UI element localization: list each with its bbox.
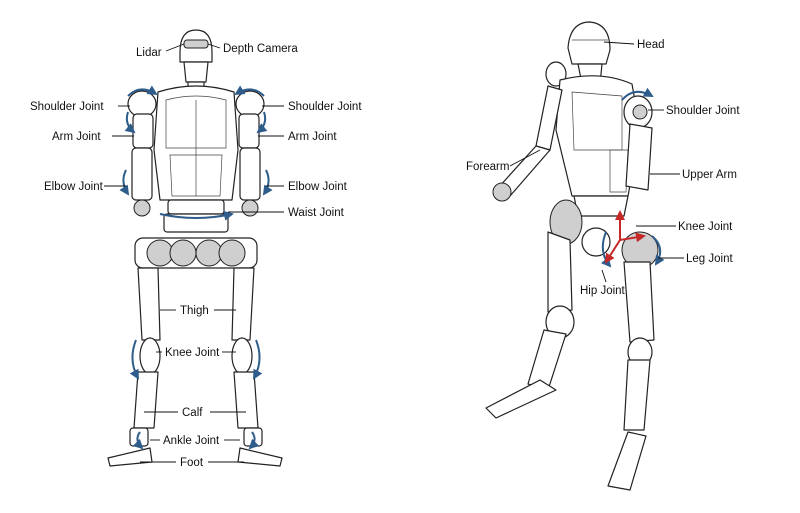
- label-foot: Foot: [180, 457, 204, 469]
- front-robot-figure: [107, 29, 283, 467]
- label-forearm: Forearm: [466, 161, 509, 173]
- label-elbow-joint-right: Elbow Joint: [288, 181, 348, 193]
- label-calf: Calf: [182, 407, 203, 419]
- label-depth-camera: Depth Camera: [223, 43, 298, 55]
- side-robot-figure: [485, 21, 665, 491]
- label-thigh: Thigh: [180, 305, 209, 317]
- label-side-knee-joint: Knee Joint: [678, 221, 733, 233]
- front-labels: Lidar Depth Camera Shoulder Joint Should…: [30, 43, 362, 469]
- label-elbow-joint-left: Elbow Joint: [44, 181, 104, 193]
- label-waist-joint: Waist Joint: [288, 207, 345, 219]
- label-lidar: Lidar: [136, 47, 162, 59]
- front-leader-lines: [104, 43, 284, 463]
- label-ankle-joint: Ankle Joint: [163, 435, 220, 447]
- label-shoulder-joint-right: Shoulder Joint: [288, 101, 362, 113]
- label-side-shoulder-joint: Shoulder Joint: [666, 105, 740, 117]
- label-knee-joint: Knee Joint: [165, 347, 220, 359]
- label-leg-joint: Leg Joint: [686, 253, 733, 265]
- label-hip-joint: Hip Joint: [580, 285, 626, 297]
- side-labels: Head Shoulder Joint Forearm Upper Arm Kn…: [466, 39, 740, 297]
- label-shoulder-joint-left: Shoulder Joint: [30, 101, 104, 113]
- label-upper-arm: Upper Arm: [682, 169, 737, 181]
- label-arm-joint-right: Arm Joint: [288, 131, 337, 143]
- label-head: Head: [637, 39, 665, 51]
- label-arm-joint-left: Arm Joint: [52, 131, 101, 143]
- side-leader-lines: [509, 41, 684, 283]
